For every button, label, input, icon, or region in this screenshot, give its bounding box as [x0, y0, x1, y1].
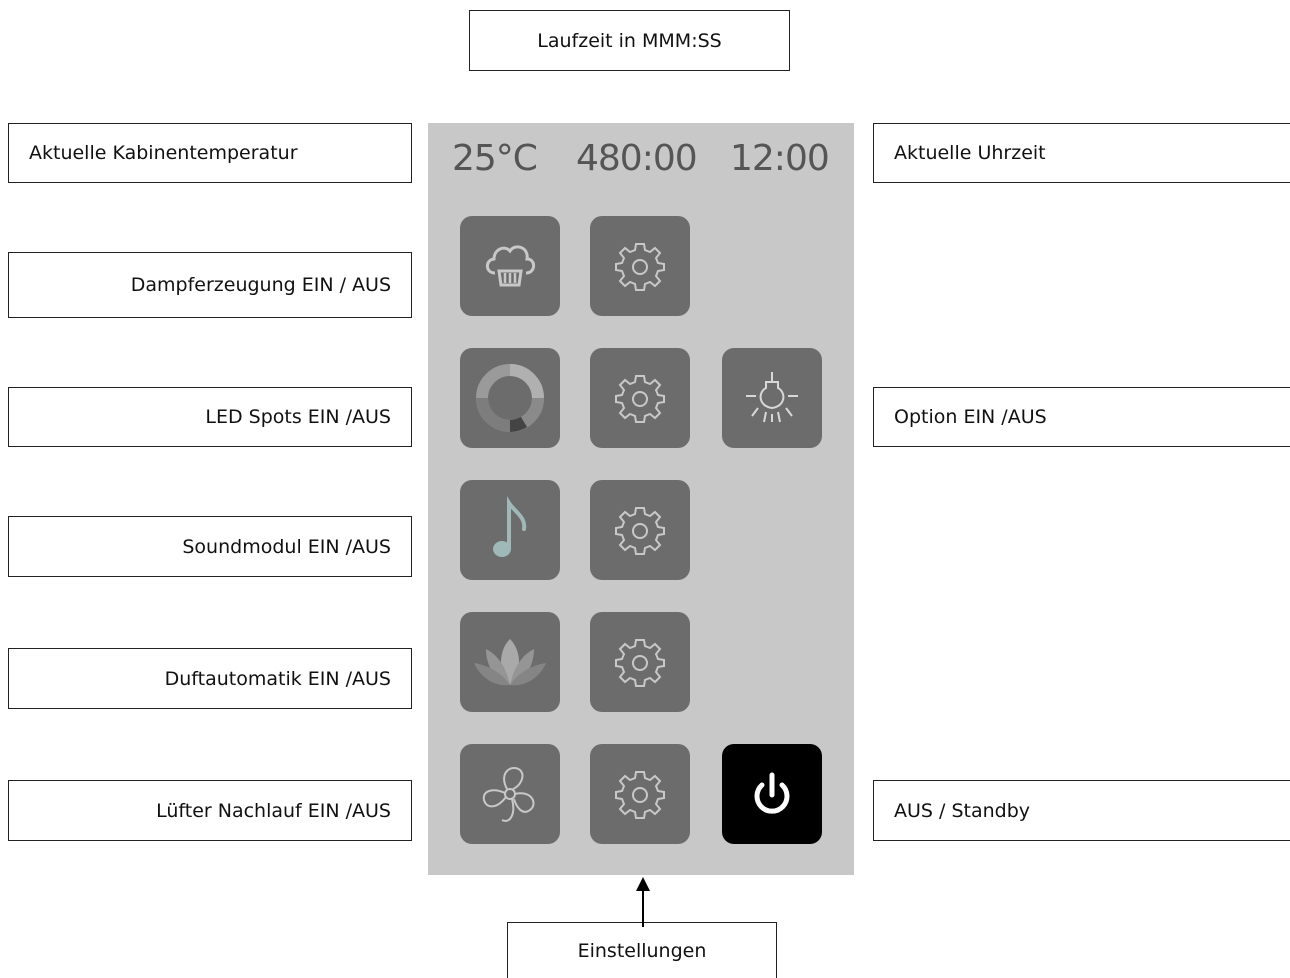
option-toggle-button[interactable]: [722, 348, 822, 448]
sound-toggle-button[interactable]: [460, 480, 560, 580]
pointer-arrow: [636, 877, 650, 927]
aroma-toggle-button[interactable]: [460, 612, 560, 712]
lotus-icon: [474, 639, 546, 686]
sound-label: Soundmodul EIN /AUS: [8, 516, 412, 577]
steam-label: Dampferzeugung EIN / AUS: [8, 252, 412, 318]
music-note-icon: [493, 496, 527, 557]
fan-toggle-button[interactable]: [460, 744, 560, 844]
power-icon: [754, 772, 790, 814]
standby-label: AUS / Standby: [873, 780, 1290, 841]
power-standby-button[interactable]: [722, 744, 822, 844]
gear-icon: [615, 771, 665, 819]
light-bulb-icon: [746, 372, 798, 423]
steam-cloud-icon: [485, 245, 536, 287]
gear-icon: [615, 639, 665, 687]
runtime-display: 480:00: [576, 138, 698, 179]
fan-label: Lüfter Nachlauf EIN /AUS: [8, 780, 412, 841]
control-panel: 25°C 480:00 12:00: [428, 123, 854, 875]
aroma-settings-button[interactable]: [590, 612, 690, 712]
aroma-label: Duftautomatik EIN /AUS: [8, 648, 412, 709]
cabin-temperature: 25°C: [452, 138, 538, 179]
fan-icon: [482, 767, 535, 822]
clock-label: Aktuelle Uhrzeit: [873, 123, 1290, 183]
gear-icon: [615, 243, 665, 291]
led-settings-button[interactable]: [590, 348, 690, 448]
sound-settings-button[interactable]: [590, 480, 690, 580]
led-label: LED Spots EIN /AUS: [8, 387, 412, 447]
color-ring-icon: [476, 364, 544, 432]
steam-toggle-button[interactable]: [460, 216, 560, 316]
option-label: Option EIN /AUS: [873, 387, 1290, 447]
gear-icon: [615, 375, 665, 423]
temperature-label: Aktuelle Kabinentemperatur: [8, 123, 412, 183]
led-toggle-button[interactable]: [460, 348, 560, 448]
gear-icon: [615, 507, 665, 555]
settings-label: Einstellungen: [507, 922, 777, 978]
clock-display: 12:00: [730, 138, 830, 179]
fan-settings-button[interactable]: [590, 744, 690, 844]
steam-settings-button[interactable]: [590, 216, 690, 316]
runtime-label: Laufzeit in MMM:SS: [469, 10, 790, 71]
